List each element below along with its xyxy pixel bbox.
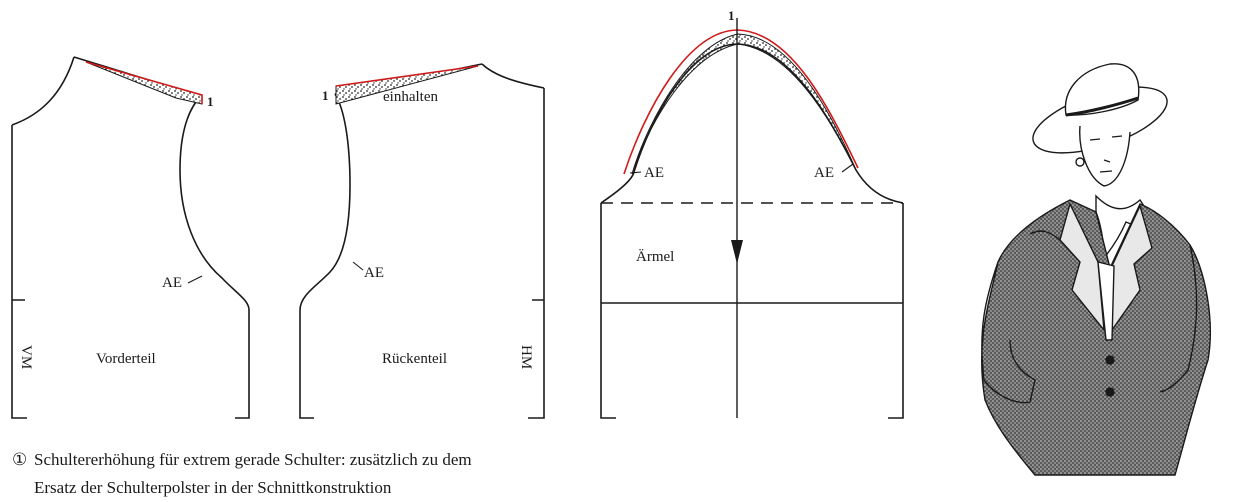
front-middle-label: VM [18,345,34,369]
back-ae-leader [352,261,364,271]
caption-line-1: ① Schultererhöhung für extrem gerade Schu… [12,446,832,474]
front-point-one: 1 [207,94,214,109]
caption-text-2: Ersatz der Schulterpolster in der Schnit… [34,478,392,497]
back-shoulder-red [335,65,479,87]
back-ae-label: AE [364,265,384,281]
jacket-button-bottom [1105,387,1115,397]
caption: ① Schultererhöhung für extrem gerade Schu… [12,446,832,502]
front-shoulder-raise [85,61,203,105]
jacket [980,199,1211,476]
grainline-arrow [731,240,743,264]
collar-line [1029,230,1061,241]
caption-line-2: Ersatz der Schulterpolster in der Schnit… [12,474,832,502]
sleeve-outline [600,43,904,419]
hat-band [1065,96,1139,117]
back-middle-label: HM [518,345,534,369]
jacket-button-top [1105,355,1115,365]
shirt [1097,261,1115,341]
sleeve-cap-hatch [631,33,857,175]
caption-marker: ① [12,450,28,469]
back-point-one: 1 [322,88,329,103]
sleeve-ae-left-leader [629,171,642,174]
arm-right [1159,244,1198,393]
back-piece: 1 einhalten AE Rückenteil HM [299,63,545,419]
fashion-illustration [980,63,1211,476]
front-piece-label: Vorderteil [96,351,156,367]
caption-text-1: Schultererhöhung für extrem gerade Schul… [34,450,472,469]
front-ae-label: AE [162,275,182,291]
front-piece-outline [11,56,250,419]
face [1079,125,1131,187]
sleeve-ae-right: AE [814,165,834,181]
earring [1075,157,1085,167]
ease-note: einhalten [383,89,438,105]
front-shoulder-red [85,61,203,104]
sleeve-ae-left: AE [644,165,664,181]
sleeve-ae-right-leader [841,163,854,173]
pattern-diagram: 1 AE Vorderteil VM 1 einhalten AE Rücken… [11,8,1211,497]
sleeve-point-one: 1 [728,8,735,23]
back-piece-outline [299,63,545,419]
face-features [1089,135,1123,173]
sleeve-cap-red [623,29,859,175]
pattern-drawing: 1 AE Vorderteil VM 1 einhalten AE Rücken… [11,8,1211,476]
sleeve-piece: 1 AE AE Ärmel [600,8,904,419]
front-ae-leader [187,275,203,284]
sleeve-piece-label: Ärmel [636,248,674,265]
arm-left [981,261,1036,404]
front-piece: 1 AE Vorderteil VM [11,56,250,419]
back-piece-label: Rückenteil [382,351,447,367]
